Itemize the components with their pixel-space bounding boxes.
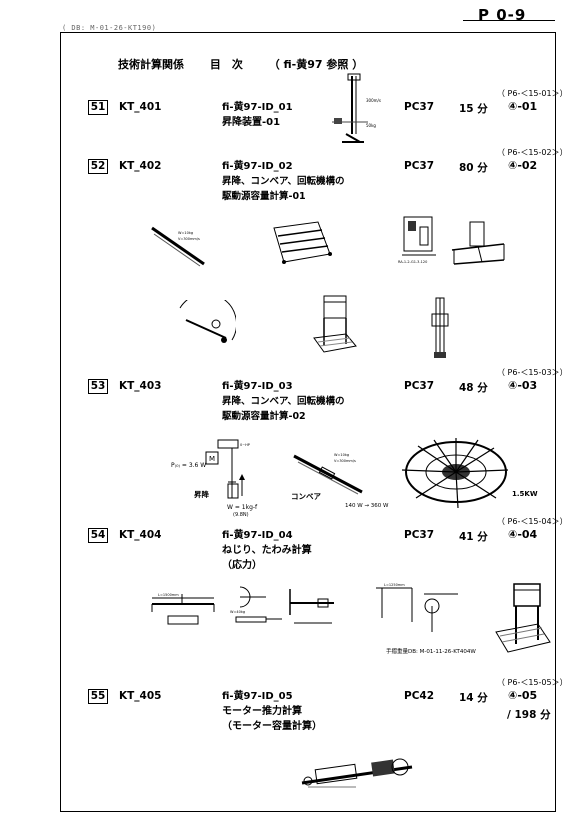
figure-lift-frame-3d (492, 580, 552, 658)
title-main: 技術計算関係 (118, 58, 184, 71)
svg-text:RA-1-2-G1-3-120: RA-1-2-G1-3-120 (398, 260, 427, 264)
total-time: / 198 分 (507, 709, 551, 721)
title-contents: 目 次 (209, 58, 243, 71)
entry-ref-number: ④-02 (508, 159, 538, 172)
figure-conveyor-rail: W=10kg V=300mm/s (148, 220, 208, 270)
svg-text:L=1500mm: L=1500mm (158, 593, 179, 597)
svg-text:50kg: 50kg (366, 123, 376, 128)
figure-lift-diagram: M 0~HP (170, 436, 260, 516)
entry-doc-id: fi-黄97-ID_01 (222, 102, 293, 113)
figure-roller-conveyor (268, 218, 334, 268)
entry-page-ref: （ P6-＜15-04＞） (497, 517, 568, 526)
svg-text:0~HP: 0~HP (240, 443, 250, 447)
weight-label: W = 1kg-f (227, 504, 258, 511)
page-title: 技術計算関係 目 次 （ fi-黄97 参照 ） (118, 56, 385, 72)
entry-ref-number: ④-04 (508, 528, 538, 541)
entry-code: KT_404 (119, 529, 162, 541)
svg-text:300m/s: 300m/s (366, 98, 381, 103)
figure-note: 手摺重量DB: M-01-11-26-KT404W (386, 649, 476, 655)
entry-time: 14 分 (459, 692, 488, 704)
entry-code: KT_401 (119, 101, 162, 113)
figure-pulley-load: L=1250mm (372, 582, 462, 638)
lift-label: 昇降 (194, 490, 209, 499)
entry-page-ref: （ P6-＜15-05＞） (497, 678, 568, 687)
entry-ref-number: ④-05 (508, 689, 538, 702)
figure-turntable-frame (448, 220, 508, 270)
entry-desc-line: （応力） (222, 560, 262, 571)
entry-desc-line: ねじり、たわみ計算 (222, 545, 312, 556)
entry-pc: PC42 (404, 690, 435, 702)
entry-doc-id: fi-黄97-ID_02 (222, 161, 293, 172)
page-frame (60, 32, 556, 812)
entry-desc-line: 昇降装置-01 (222, 117, 281, 128)
entry-time: 15 分 (459, 103, 488, 115)
entry-desc-line: 駆動源容量計算-02 (222, 411, 306, 422)
entry-time: 48 分 (459, 382, 488, 394)
entry-ref-number: ④-01 (508, 100, 538, 113)
entry-ref-number: ④-03 (508, 379, 538, 392)
svg-text:W=40kg: W=40kg (230, 610, 245, 614)
power-kw-label: 1.5KW (512, 490, 538, 498)
entry-pc: PC37 (404, 101, 435, 113)
entry-pc: PC37 (404, 529, 435, 541)
figure-motor-actuator (296, 753, 420, 793)
entry-description: fi-黄97-ID_04 ねじり、たわみ計算 （応力） (222, 528, 312, 573)
entry-desc-line: （モーター容量計算） (222, 721, 322, 732)
entry-doc-id: fi-黄97-ID_03 (222, 381, 293, 392)
entry-description: fi-黄97-ID_01 昇降装置-01 (222, 100, 293, 130)
figure-rotary-table (398, 430, 518, 514)
entry-code: KT_405 (119, 690, 162, 702)
entry-doc-id: fi-黄97-ID_04 (222, 530, 293, 541)
svg-text:W=10kg: W=10kg (178, 231, 193, 235)
entry-pc: PC37 (404, 380, 435, 392)
entry-description: fi-黄97-ID_05 モーター推力計算 （モーター容量計算） (222, 689, 322, 734)
entry-number: 53 (88, 379, 108, 394)
weight-sub-label: (9.8N) (233, 512, 249, 518)
entry-number: 51 (88, 100, 108, 115)
entry-code: KT_403 (119, 380, 162, 392)
svg-text:V=300mm/s: V=300mm/s (334, 459, 356, 463)
figure-rotary-unit: RA-1-2-G1-3-120 (396, 213, 444, 273)
entry-code: KT_402 (119, 160, 162, 172)
entry-desc-line: 昇降、コンベア、回転機構の (222, 176, 345, 187)
figure-beam-deflection: L=1500mm (148, 590, 218, 630)
entry-desc-line: 昇降、コンベア、回転機構の (222, 396, 345, 407)
figure-conveyor-diagram: W=10kg V=300mm/s (290, 448, 370, 498)
page-number: P 0-9 (478, 6, 527, 24)
entry-number: 55 (88, 689, 108, 704)
document-id: ( DB: M-01-26-KT190) (62, 24, 157, 32)
entry-number: 54 (88, 528, 108, 543)
entry-desc-line: 駆動源容量計算-01 (222, 191, 306, 202)
svg-text:L=1250mm: L=1250mm (384, 583, 405, 587)
figure-vertical-actuator (426, 294, 456, 364)
entry-page-ref: （ P6-＜15-01＞） (497, 89, 568, 98)
conveyor-label: コンベア (291, 492, 321, 501)
figure-lift-table (310, 294, 360, 356)
entry-description: fi-黄97-ID_02 昇降、コンベア、回転機構の 駆動源容量計算-01 (222, 159, 345, 204)
entry-page-ref: （ P6-＜15-03＞） (497, 368, 568, 377)
svg-text:M: M (209, 455, 215, 463)
figure-lift-device: 300m/s 50kg (322, 72, 382, 147)
figure-detail-circle (176, 300, 236, 352)
entry-description: fi-黄97-ID_03 昇降、コンベア、回転機構の 駆動源容量計算-02 (222, 379, 345, 424)
entry-time: 41 分 (459, 531, 488, 543)
figure-torsion-shaft: W=40kg (226, 583, 286, 633)
entry-page-ref: （ P6-＜15-02＞） (497, 148, 568, 157)
entry-desc-line: モーター推力計算 (222, 706, 302, 717)
page-number-underline (463, 20, 555, 21)
entry-doc-id: fi-黄97-ID_05 (222, 691, 293, 702)
svg-text:V=300mm/s: V=300mm/s (178, 237, 200, 241)
figure-cantilever (284, 585, 344, 631)
entry-number: 52 (88, 159, 108, 174)
entry-pc: PC37 (404, 160, 435, 172)
entry-time: 80 分 (459, 162, 488, 174)
svg-text:W=10kg: W=10kg (334, 453, 349, 457)
title-reference: （ fi-黄97 参照 ） (268, 58, 364, 71)
lift-power-label: P₍₀₎ = 3.6 W (171, 462, 207, 469)
conveyor-watts: 140 W → 360 W (345, 503, 389, 509)
